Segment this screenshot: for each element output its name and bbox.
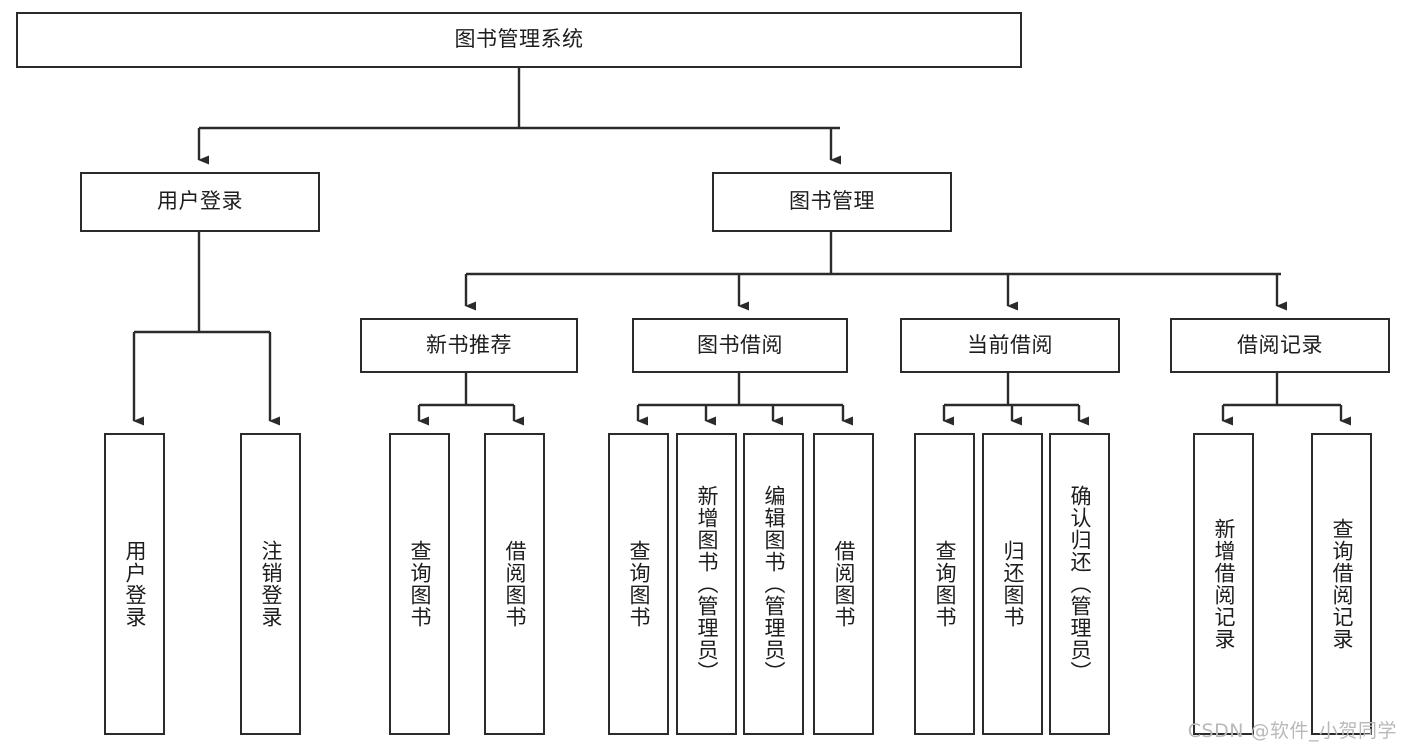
csdn-watermark: CSDN @软件_小贺同学 (1187, 720, 1397, 742)
node-leaf-return-book[interactable]: 归还图书 (982, 433, 1043, 735)
node-book-management[interactable]: 图书管理 (712, 172, 952, 232)
node-leaf-add-book-label: 新增图书（管理员） (694, 485, 719, 683)
node-leaf-user-logout-label: 注销登录 (258, 540, 283, 628)
node-leaf-add-record[interactable]: 新增借阅记录 (1193, 433, 1254, 735)
node-leaf-query-book-1-label: 查询图书 (407, 540, 432, 628)
node-leaf-confirm-return[interactable]: 确认归还（管理员） (1049, 433, 1110, 735)
node-leaf-query-record-label: 查询借阅记录 (1329, 518, 1354, 650)
node-leaf-borrow-book-1[interactable]: 借阅图书 (484, 433, 545, 735)
node-user-login[interactable]: 用户登录 (80, 172, 320, 232)
node-leaf-borrow-book-1-label: 借阅图书 (502, 540, 527, 628)
node-leaf-borrow-book-2-label: 借阅图书 (831, 540, 856, 628)
node-book-borrow-label: 图书借阅 (697, 332, 783, 357)
node-root[interactable]: 图书管理系统 (16, 12, 1022, 68)
node-leaf-edit-book-label: 编辑图书（管理员） (761, 485, 786, 683)
node-leaf-user-login[interactable]: 用户登录 (104, 433, 165, 735)
node-leaf-query-book-2-label: 查询图书 (626, 540, 651, 628)
node-leaf-query-book-1[interactable]: 查询图书 (389, 433, 450, 735)
node-leaf-add-record-label: 新增借阅记录 (1211, 518, 1236, 650)
node-leaf-edit-book[interactable]: 编辑图书（管理员） (743, 433, 804, 735)
node-user-login-label: 用户登录 (157, 189, 243, 214)
node-leaf-user-login-label: 用户登录 (122, 540, 147, 628)
node-leaf-add-book[interactable]: 新增图书（管理员） (676, 433, 737, 735)
node-leaf-return-book-label: 归还图书 (1000, 540, 1025, 628)
node-leaf-confirm-return-label: 确认归还（管理员） (1067, 485, 1092, 683)
node-leaf-borrow-book-2[interactable]: 借阅图书 (813, 433, 874, 735)
node-new-book-recommend[interactable]: 新书推荐 (360, 318, 578, 373)
node-leaf-query-book-3[interactable]: 查询图书 (914, 433, 975, 735)
node-borrow-records-label: 借阅记录 (1237, 332, 1323, 357)
node-leaf-query-book-2[interactable]: 查询图书 (608, 433, 669, 735)
node-book-borrow[interactable]: 图书借阅 (632, 318, 848, 373)
node-leaf-user-logout[interactable]: 注销登录 (240, 433, 301, 735)
node-root-label: 图书管理系统 (454, 27, 584, 52)
node-new-book-recommend-label: 新书推荐 (426, 332, 512, 357)
node-book-management-label: 图书管理 (789, 189, 875, 214)
node-leaf-query-book-3-label: 查询图书 (932, 540, 957, 628)
node-current-borrow[interactable]: 当前借阅 (900, 318, 1120, 373)
node-borrow-records[interactable]: 借阅记录 (1170, 318, 1390, 373)
node-current-borrow-label: 当前借阅 (967, 332, 1053, 357)
node-leaf-query-record[interactable]: 查询借阅记录 (1311, 433, 1372, 735)
